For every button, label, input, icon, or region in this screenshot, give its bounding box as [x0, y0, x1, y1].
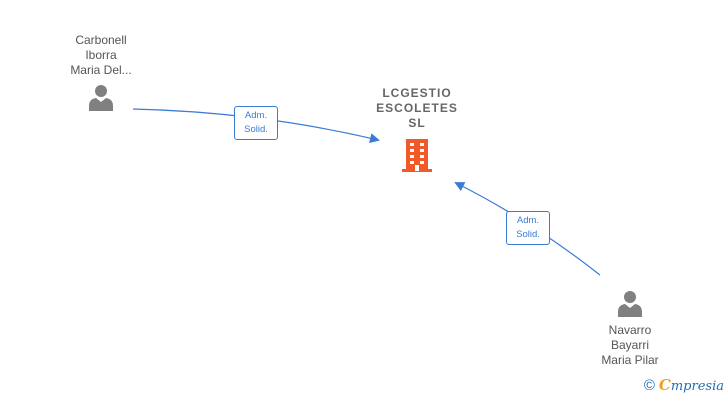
person-node-carbonell[interactable]: Carbonell Iborra Maria Del... — [56, 33, 146, 112]
edge-label-adm-solid[interactable]: Adm. Solid. — [506, 211, 550, 245]
person-name: Carbonell Iborra Maria Del... — [56, 33, 146, 78]
edge-label-line: Adm. — [244, 110, 268, 121]
company-name: LCGESTIO ESCOLETES SL — [365, 86, 469, 131]
edge-label-adm-solid[interactable]: Adm. Solid. — [234, 106, 278, 140]
person-name-line: Iborra — [85, 48, 117, 62]
edge-label-line: Solid. — [516, 229, 540, 240]
brand-logo-initial: C — [658, 376, 671, 394]
company-name-line: LCGESTIO — [382, 86, 452, 100]
brand-watermark: © Cmpresia — [644, 376, 724, 394]
company-name-line: ESCOLETES — [376, 101, 458, 115]
person-name-line: Maria Pilar — [601, 353, 659, 367]
person-name: Navarro Bayarri Maria Pilar — [585, 323, 675, 368]
building-icon — [402, 139, 432, 172]
person-name-line: Carbonell — [75, 33, 127, 47]
person-name-line: Bayarri — [610, 338, 649, 352]
person-name-line: Navarro — [608, 323, 652, 337]
person-icon — [618, 291, 642, 317]
brand-logo-text: mpresia — [670, 379, 724, 394]
company-name-line: SL — [408, 116, 426, 130]
person-node-navarro[interactable]: Navarro Bayarri Maria Pilar — [585, 288, 675, 368]
company-node-lcgestio[interactable]: LCGESTIO ESCOLETES SL — [365, 86, 469, 173]
person-name-line: Maria Del... — [70, 63, 132, 77]
edge-label-line: Adm. — [516, 215, 540, 226]
edge-label-line: Solid. — [244, 124, 268, 135]
copyright-icon: © — [643, 376, 655, 394]
brand-logo: Cmpresia — [659, 376, 724, 394]
person-icon — [89, 85, 113, 111]
